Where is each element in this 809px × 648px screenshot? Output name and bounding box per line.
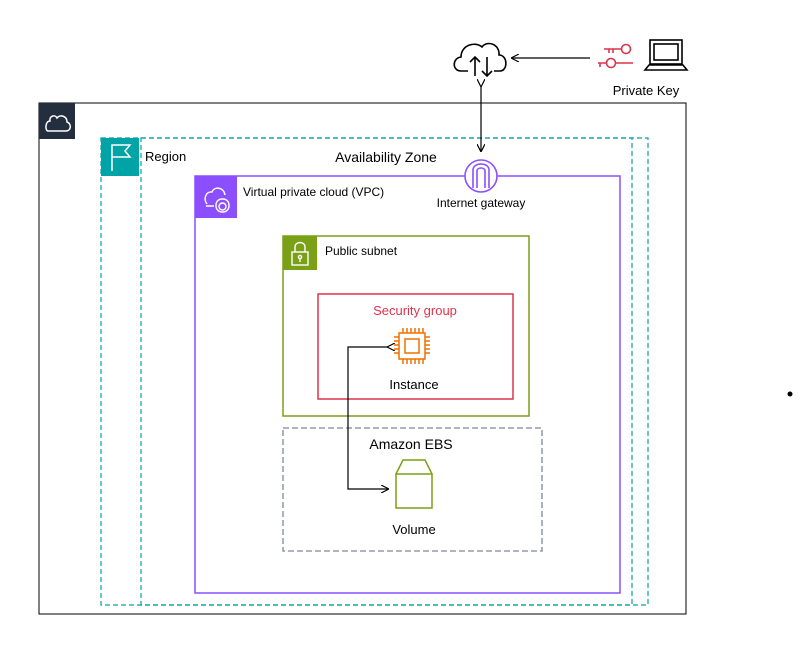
lock-icon (291, 241, 309, 266)
key-icon (598, 43, 633, 69)
instance-label: Instance (389, 377, 438, 392)
amazon-ebs-boundary (282, 427, 543, 552)
region-label: Region (145, 149, 186, 164)
vpc-label: Virtual private cloud (VPC) (243, 185, 384, 199)
public-subnet-label: Public subnet (325, 244, 398, 258)
public-subnet-boundary (282, 235, 530, 417)
vpc-cloud-icon (204, 187, 230, 213)
availability-zone-label: Availability Zone (335, 149, 437, 165)
cloud-icon (45, 115, 71, 132)
security-group-label: Security group (373, 303, 457, 318)
region-badge (101, 138, 139, 176)
volume-icon (395, 459, 433, 509)
amazon-ebs-label: Amazon EBS (369, 436, 452, 452)
internet-cloud-icon (453, 42, 507, 78)
region-boundary (100, 137, 649, 606)
chip-icon (394, 328, 430, 364)
internet-gateway-label: Internet gateway (437, 196, 526, 210)
flag-icon (111, 144, 132, 171)
subnet-badge (283, 236, 317, 270)
instance-volume-connector (347, 347, 388, 489)
vpc-boundary (194, 175, 621, 594)
laptop-icon (643, 39, 689, 71)
aws-cloud-boundary (38, 102, 687, 615)
availability-zone-boundary (140, 137, 633, 606)
internet-gateway (464, 159, 498, 193)
volume-label: Volume (392, 522, 435, 537)
bullet-dot (787, 391, 793, 397)
private-key-label: Private Key (613, 83, 680, 98)
cloud-badge (39, 103, 75, 139)
security-group-boundary (317, 293, 514, 400)
vpc-badge (195, 176, 237, 218)
